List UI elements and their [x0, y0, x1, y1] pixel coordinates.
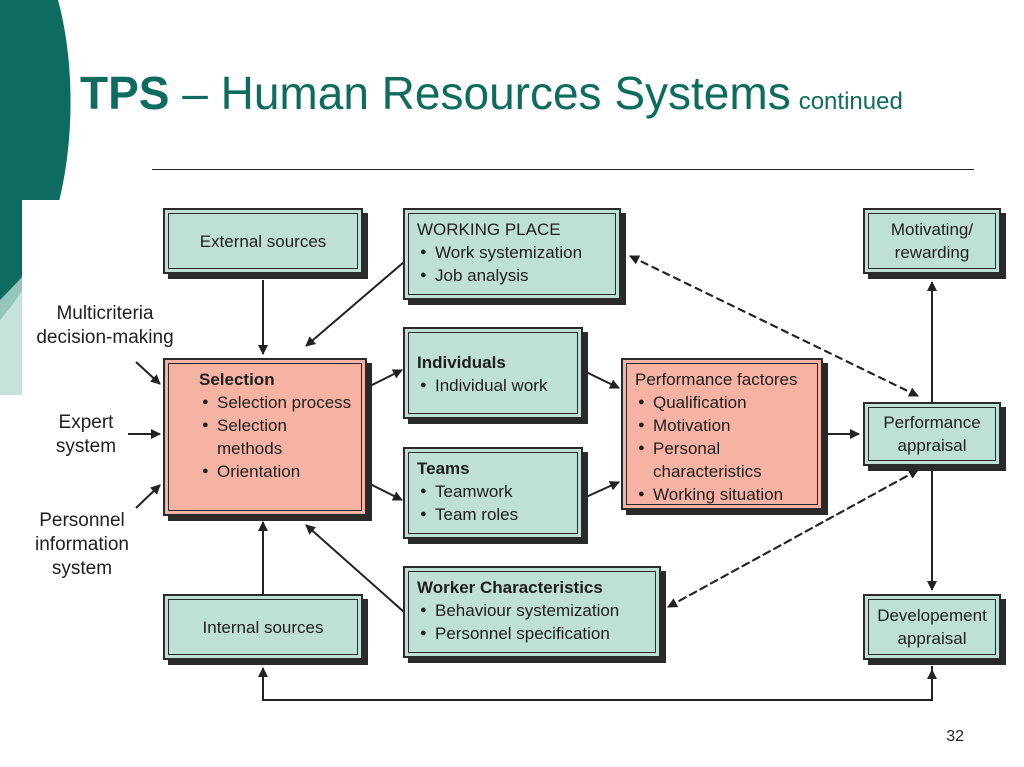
arrow-multicriteria-to-selection	[135, 361, 161, 385]
working-place-heading: WORKING PLACE	[417, 220, 561, 239]
arrow-bottom-loop	[258, 666, 933, 701]
selection-heading: Selection	[199, 370, 275, 389]
slide-corner-decoration	[0, 0, 80, 395]
teams-item: Teamwork	[417, 480, 569, 503]
selection-item: Selection methods	[199, 414, 353, 460]
internal-sources-label: Internal sources	[202, 617, 324, 637]
worker-characteristics-heading: Worker Characteristics	[417, 578, 603, 597]
selection-item: Selection process	[199, 391, 353, 414]
label-multicriteria: Multicriteria decision-making	[36, 303, 174, 348]
individuals-heading: Individuals	[417, 353, 506, 372]
performance-appraisal-label: Performance appraisal	[883, 413, 981, 455]
label-personnel-information: Personnel information system	[35, 510, 129, 579]
teams-heading: Teams	[417, 459, 470, 478]
title-divider	[152, 169, 974, 170]
performance-factors-heading: Performance factores	[635, 370, 798, 389]
external-sources-label: External sources	[199, 231, 327, 251]
box-motivating-rewarding: Motivating/ rewarding	[863, 208, 1001, 274]
selection-item: Orientation	[199, 460, 353, 483]
box-performance-factors: Performance factores Qualification Motiv…	[621, 358, 823, 510]
performance-factors-item: Working situation	[635, 483, 809, 506]
arrow-working-to-selection	[305, 261, 405, 347]
box-worker-characteristics: Worker Characteristics Behaviour systemi…	[403, 566, 661, 658]
performance-factors-item: Personal characteristics	[635, 437, 809, 483]
box-development-appraisal: Developement appraisal	[863, 594, 1001, 660]
title-bold: TPS	[80, 67, 170, 119]
slide-title: TPS – Human Resources Systems continued	[80, 66, 903, 120]
label-expert-system: Expert system	[55, 412, 117, 457]
title-main: – Human Resources Systems	[169, 67, 791, 119]
working-place-item: Job analysis	[417, 264, 607, 287]
box-external-sources: External sources	[163, 208, 363, 274]
arrow-selection-to-teams	[369, 483, 403, 501]
motivating-label: Motivating/ rewarding	[890, 220, 974, 262]
box-performance-appraisal: Performance appraisal	[863, 402, 1001, 466]
box-working-place: WORKING PLACE Work systemization Job ana…	[403, 208, 621, 300]
working-place-item: Work systemization	[417, 241, 607, 264]
worker-characteristics-item: Personnel specification	[417, 622, 647, 645]
arrow-personnel-to-selection	[135, 484, 161, 509]
arrow-worker-to-selection	[305, 524, 405, 613]
title-suffix: continued	[798, 88, 903, 115]
box-teams: Teams Teamwork Team roles	[403, 447, 583, 539]
box-selection: Selection Selection process Selection me…	[163, 358, 367, 516]
performance-factors-item: Qualification	[635, 391, 809, 414]
dashed-arrow-working-to-appraisal	[629, 255, 919, 397]
page-number: 32	[946, 728, 964, 745]
arrow-teams-to-perf	[585, 481, 620, 498]
teams-item: Team roles	[417, 503, 569, 526]
box-individuals: Individuals Individual work	[403, 327, 583, 419]
worker-characteristics-item: Behaviour systemization	[417, 599, 647, 622]
performance-factors-item: Motivation	[635, 414, 809, 437]
arrow-individuals-to-perf	[585, 371, 620, 389]
arrow-selection-to-individuals	[369, 369, 403, 387]
individuals-item: Individual work	[417, 374, 569, 397]
development-appraisal-label: Developement appraisal	[877, 606, 987, 648]
box-internal-sources: Internal sources	[163, 594, 363, 660]
